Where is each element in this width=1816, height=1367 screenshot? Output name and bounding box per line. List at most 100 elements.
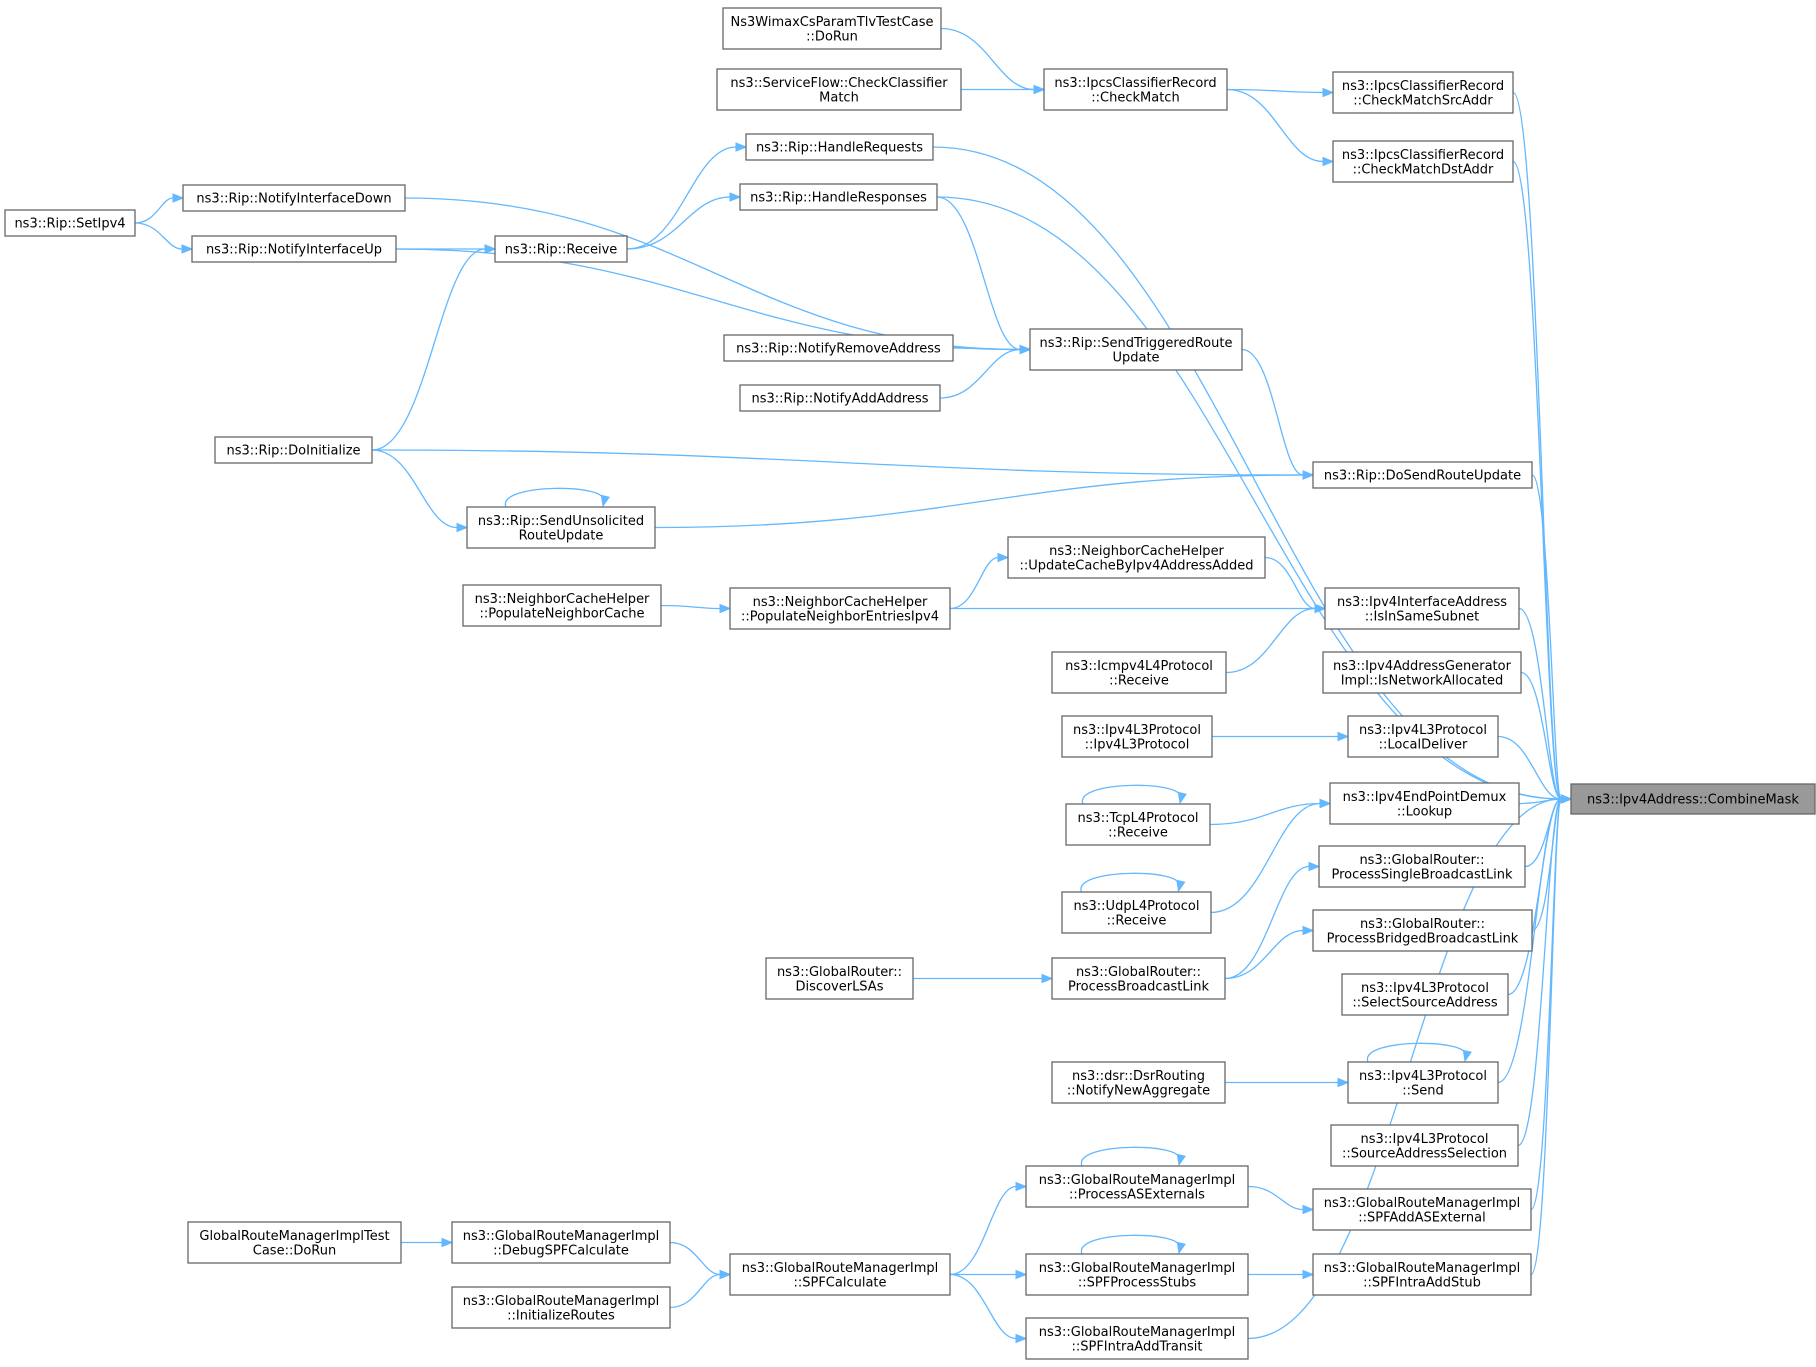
node-grm-spfcalc[interactable]: ns3::GlobalRouteManagerImpl::SPFCalculat… [729,1253,951,1296]
edge-arrowhead [1560,794,1573,804]
node-box [1312,1188,1532,1231]
edge-line [1226,88,1324,163]
node-box [1025,1165,1249,1208]
node-ipcs-checkmatch[interactable]: ns3::IpcsClassifierRecord::CheckMatch [1043,68,1228,111]
node-label: ns3::GlobalRouter:: [1076,965,1201,980]
node-nch-update[interactable]: ns3::NeighborCacheHelper::UpdateCacheByI… [1007,536,1266,579]
node-grm-asext[interactable]: ns3::GlobalRouteManagerImpl::ProcessASEx… [1025,1165,1249,1208]
node-rip-notifyremove[interactable]: ns3::Rip::NotifyRemoveAddress [723,334,954,362]
edge-line [936,196,1021,351]
node-label: ns3::GlobalRouteManagerImpl [463,1229,660,1244]
node-box [1061,891,1212,934]
edge-nch-entries-to-ifaddr-samesubnet [950,603,1327,614]
edge-line [940,27,1035,91]
node-box [1312,461,1533,489]
node-rip-ifdown[interactable]: ns3::Rip::NotifyInterfaceDown [182,184,406,212]
edge-arrowhead [729,192,742,202]
node-label: ::ProcessASExternals [1069,1187,1205,1202]
node-gr-broadcast[interactable]: ns3::GlobalRouter::ProcessBroadcastLink [1051,957,1226,1000]
node-label: ns3::Rip::NotifyInterfaceDown [196,192,391,207]
node-gr-bridged[interactable]: ns3::GlobalRouter::ProcessBridgedBroadca… [1312,909,1533,952]
edge-l3-srcsel-to-combinemask [1517,794,1573,1147]
node-gr-discover[interactable]: ns3::GlobalRouter::DiscoverLSAs [765,957,914,1000]
node-box [1051,1061,1226,1104]
node-label: ::SourceAddressSelection [1342,1146,1507,1161]
edge-arrowhead [1019,344,1032,355]
node-ifaddr-samesubnet[interactable]: ns3::Ipv4InterfaceAddress::IsInSameSubne… [1324,587,1520,630]
edge-line [404,197,1021,351]
edge-rip-doinit-to-rip-dosend [371,449,1315,480]
node-label: ::CheckMatch [1091,90,1179,105]
node-rip-doinit[interactable]: ns3::Rip::DoInitialize [214,436,373,464]
node-combinemask[interactable]: ns3::Ipv4Address::CombineMask [1570,783,1816,815]
node-rip-handlereq[interactable]: ns3::Rip::HandleRequests [745,133,934,161]
node-tcp-receive[interactable]: ns3::TcpL4Protocol::Receive [1065,803,1211,846]
node-grm-transit[interactable]: ns3::GlobalRouteManagerImpl::SPFIntraAdd… [1025,1317,1249,1360]
node-gr-single[interactable]: ns3::GlobalRouter::ProcessSingleBroadcas… [1318,845,1526,888]
edge-line [1081,1234,1180,1255]
node-grm-initroutes[interactable]: ns3::GlobalRouteManagerImpl::InitializeR… [451,1286,671,1329]
node-dsr-notify[interactable]: ns3::dsr::DsrRouting::NotifyNewAggregate [1051,1061,1226,1104]
node-grm-debugspf[interactable]: ns3::GlobalRouteManagerImpl::DebugSPFCal… [451,1221,671,1264]
node-rip-handleresp[interactable]: ns3::Rip::HandleResponses [739,183,938,211]
node-rip-setipv4[interactable]: ns3::Rip::SetIpv4 [4,209,136,237]
node-label: ns3::UdpL4Protocol [1074,899,1200,914]
node-label: ns3::GlobalRouteManagerImpl [1324,1196,1521,1211]
node-ipcs-src[interactable]: ns3::IpcsClassifierRecord::CheckMatchSrc… [1332,71,1514,114]
node-wimax-dorun[interactable]: Ns3WimaxCsParamTlvTestCase::DoRun [722,7,942,50]
node-label: ::SPFIntraAddStub [1363,1275,1481,1290]
node-label: Case::DoRun [253,1243,336,1258]
edge-rip-doinit-to-rip-unsolicited [371,449,469,533]
node-label: ns3::Ipv4L3Protocol [1359,1069,1487,1084]
edge-line [939,348,1021,399]
node-udp-receive[interactable]: ns3::UdpL4Protocol::Receive [1061,891,1212,934]
node-grm-spfaddasext[interactable]: ns3::GlobalRouteManagerImpl::SPFAddASExt… [1312,1188,1532,1231]
node-l3-selectsrc[interactable]: ns3::Ipv4L3Protocol::SelectSourceAddress [1341,973,1509,1016]
node-nch-entries[interactable]: ns3::NeighborCacheHelper::PopulateNeighb… [729,587,951,630]
node-label: Match [819,90,859,105]
edge-rip-dosend-to-combinemask [1531,474,1573,804]
edge-line [1512,160,1562,800]
node-label: ns3::GlobalRouteManagerImpl [1324,1261,1521,1276]
node-grm-intrastub[interactable]: ns3::GlobalRouteManagerImpl::SPFIntraAdd… [1312,1253,1532,1296]
edge-line [1264,556,1316,610]
node-ipcs-dst[interactable]: ns3::IpcsClassifierRecord::CheckMatchDst… [1332,140,1514,183]
node-label: ns3::Rip::SendTriggeredRoute [1040,336,1233,351]
node-label: ns3::Rip::NotifyInterfaceUp [206,243,382,258]
edge-line [936,196,1562,800]
edge-arrowhead [1319,798,1332,809]
node-demux-lookup[interactable]: ns3::Ipv4EndPointDemux::Lookup [1329,782,1520,825]
node-nch-populate[interactable]: ns3::NeighborCacheHelper::PopulateNeighb… [462,584,662,627]
edge-arrowhead [172,193,185,203]
edge-grm-stubs-to-grm-intrastub [1248,1269,1315,1280]
edge-line [949,1273,1017,1340]
node-l3-srcsel[interactable]: ns3::Ipv4L3Protocol::SourceAddressSelect… [1330,1124,1519,1167]
edge-arrowhead [441,1237,454,1248]
node-rip-receive[interactable]: ns3::Rip::Receive [494,235,628,263]
node-label: ns3::Ipv4AddressGenerator [1333,659,1512,674]
node-grm-stubs[interactable]: ns3::GlobalRouteManagerImpl::SPFProcessS… [1025,1253,1249,1296]
node-label: ::PopulateNeighborCache [479,606,644,621]
node-label: ::DebugSPFCalculate [493,1243,629,1258]
edge-rip-triggered-to-rip-dosend [1241,348,1315,480]
node-icmp-receive[interactable]: ns3::Icmpv4L4Protocol::Receive [1051,651,1227,694]
node-l3-localdeliver[interactable]: ns3::Ipv4L3Protocol::LocalDeliver [1347,715,1499,758]
node-rip-notifyadd[interactable]: ns3::Rip::NotifyAddAddress [739,384,941,412]
node-box [729,1253,951,1296]
node-rip-dosend[interactable]: ns3::Rip::DoSendRouteUpdate [1312,461,1533,489]
node-l3-ctor[interactable]: ns3::Ipv4L3Protocol::Ipv4L3Protocol [1061,715,1213,758]
node-l3-send[interactable]: ns3::Ipv4L3Protocol::Send [1347,1061,1499,1104]
node-box [1312,1253,1532,1296]
node-box [214,436,373,464]
node-rip-ifup[interactable]: ns3::Rip::NotifyInterfaceUp [191,235,397,263]
node-box [1043,68,1228,111]
edge-arrowhead [1314,603,1327,614]
node-addrgen-alloc[interactable]: ns3::Ipv4AddressGeneratorImpl::IsNetwork… [1322,651,1522,694]
node-box [1322,651,1522,694]
node-label: ns3::dsr::DsrRouting [1072,1069,1205,1084]
edge-arrowhead [735,142,748,152]
